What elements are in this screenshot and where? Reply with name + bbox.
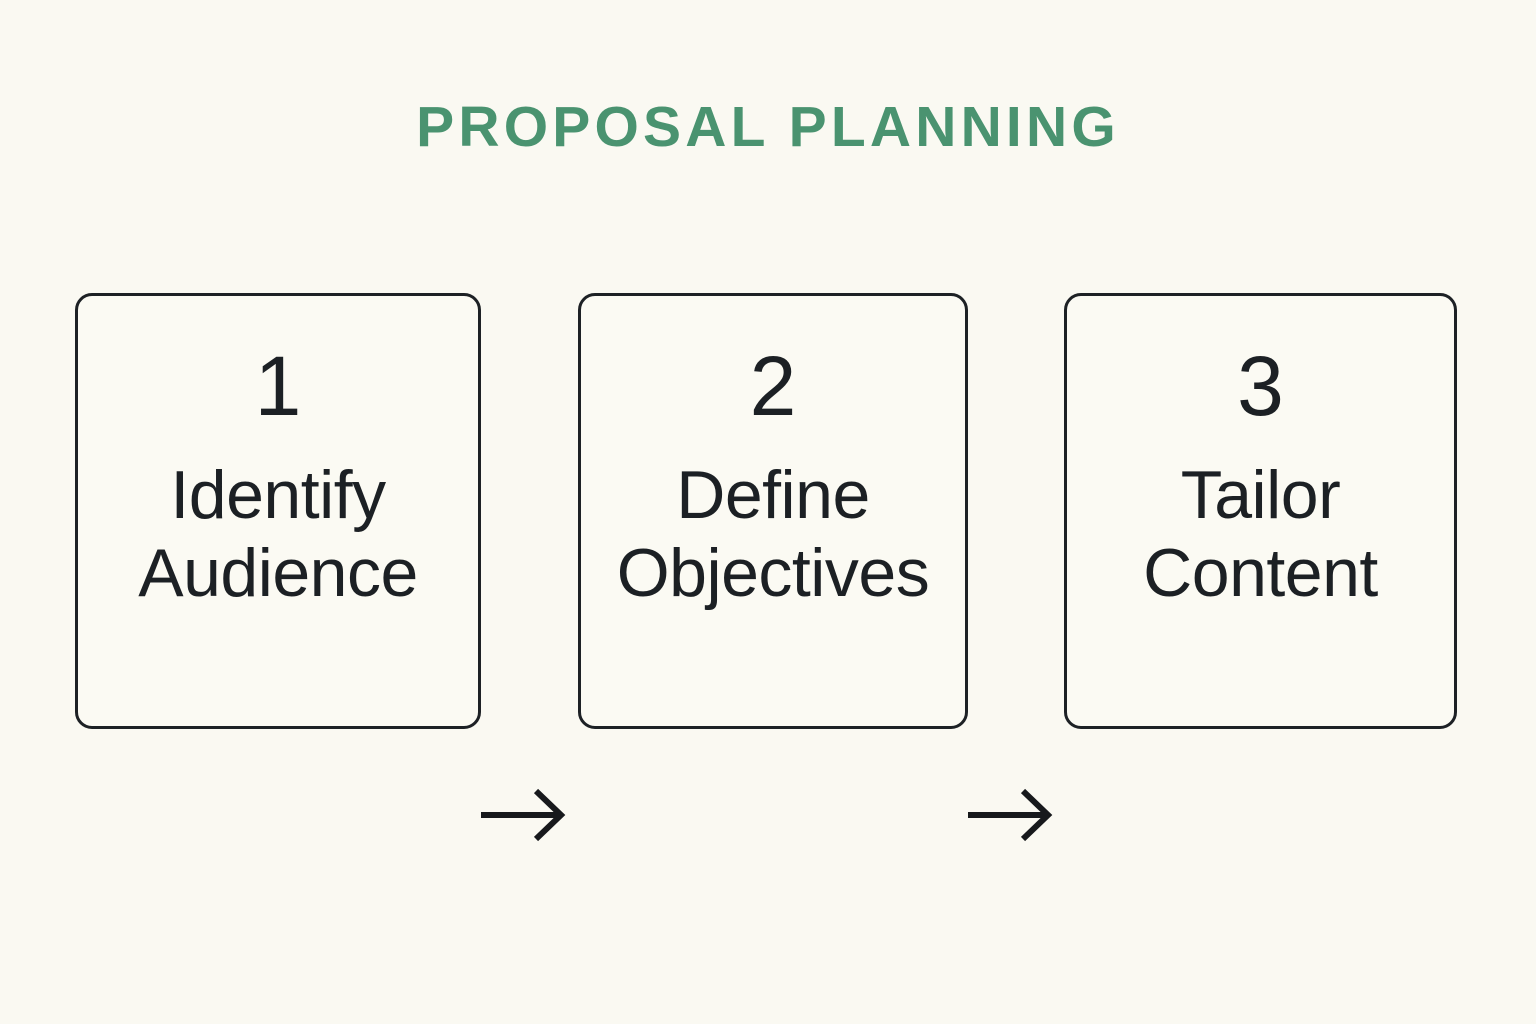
step-label-2: Define Objectives: [616, 457, 930, 611]
step-number-2: 2: [749, 339, 797, 433]
page-title: PROPOSAL PLANNING: [416, 95, 1120, 159]
step-box-3[interactable]: 3 Tailor Content: [1064, 293, 1457, 729]
arrow-right-icon: [968, 788, 1053, 842]
arrow-right-icon-2: [966, 786, 1067, 844]
step-number-1: 1: [254, 339, 302, 433]
arrow-right-icon: [481, 788, 566, 842]
arrow-right-icon-1: [479, 786, 581, 844]
step-label-3: Tailor Content: [1143, 457, 1378, 611]
step-label-1: Identify Audience: [138, 457, 418, 611]
process-flow-steps: 1 Identify Audience 2 Define Objectives …: [0, 293, 1536, 842]
step-box-1[interactable]: 1 Identify Audience: [75, 293, 481, 729]
step-box-2[interactable]: 2 Define Objectives: [578, 293, 968, 729]
step-number-3: 3: [1237, 339, 1284, 433]
